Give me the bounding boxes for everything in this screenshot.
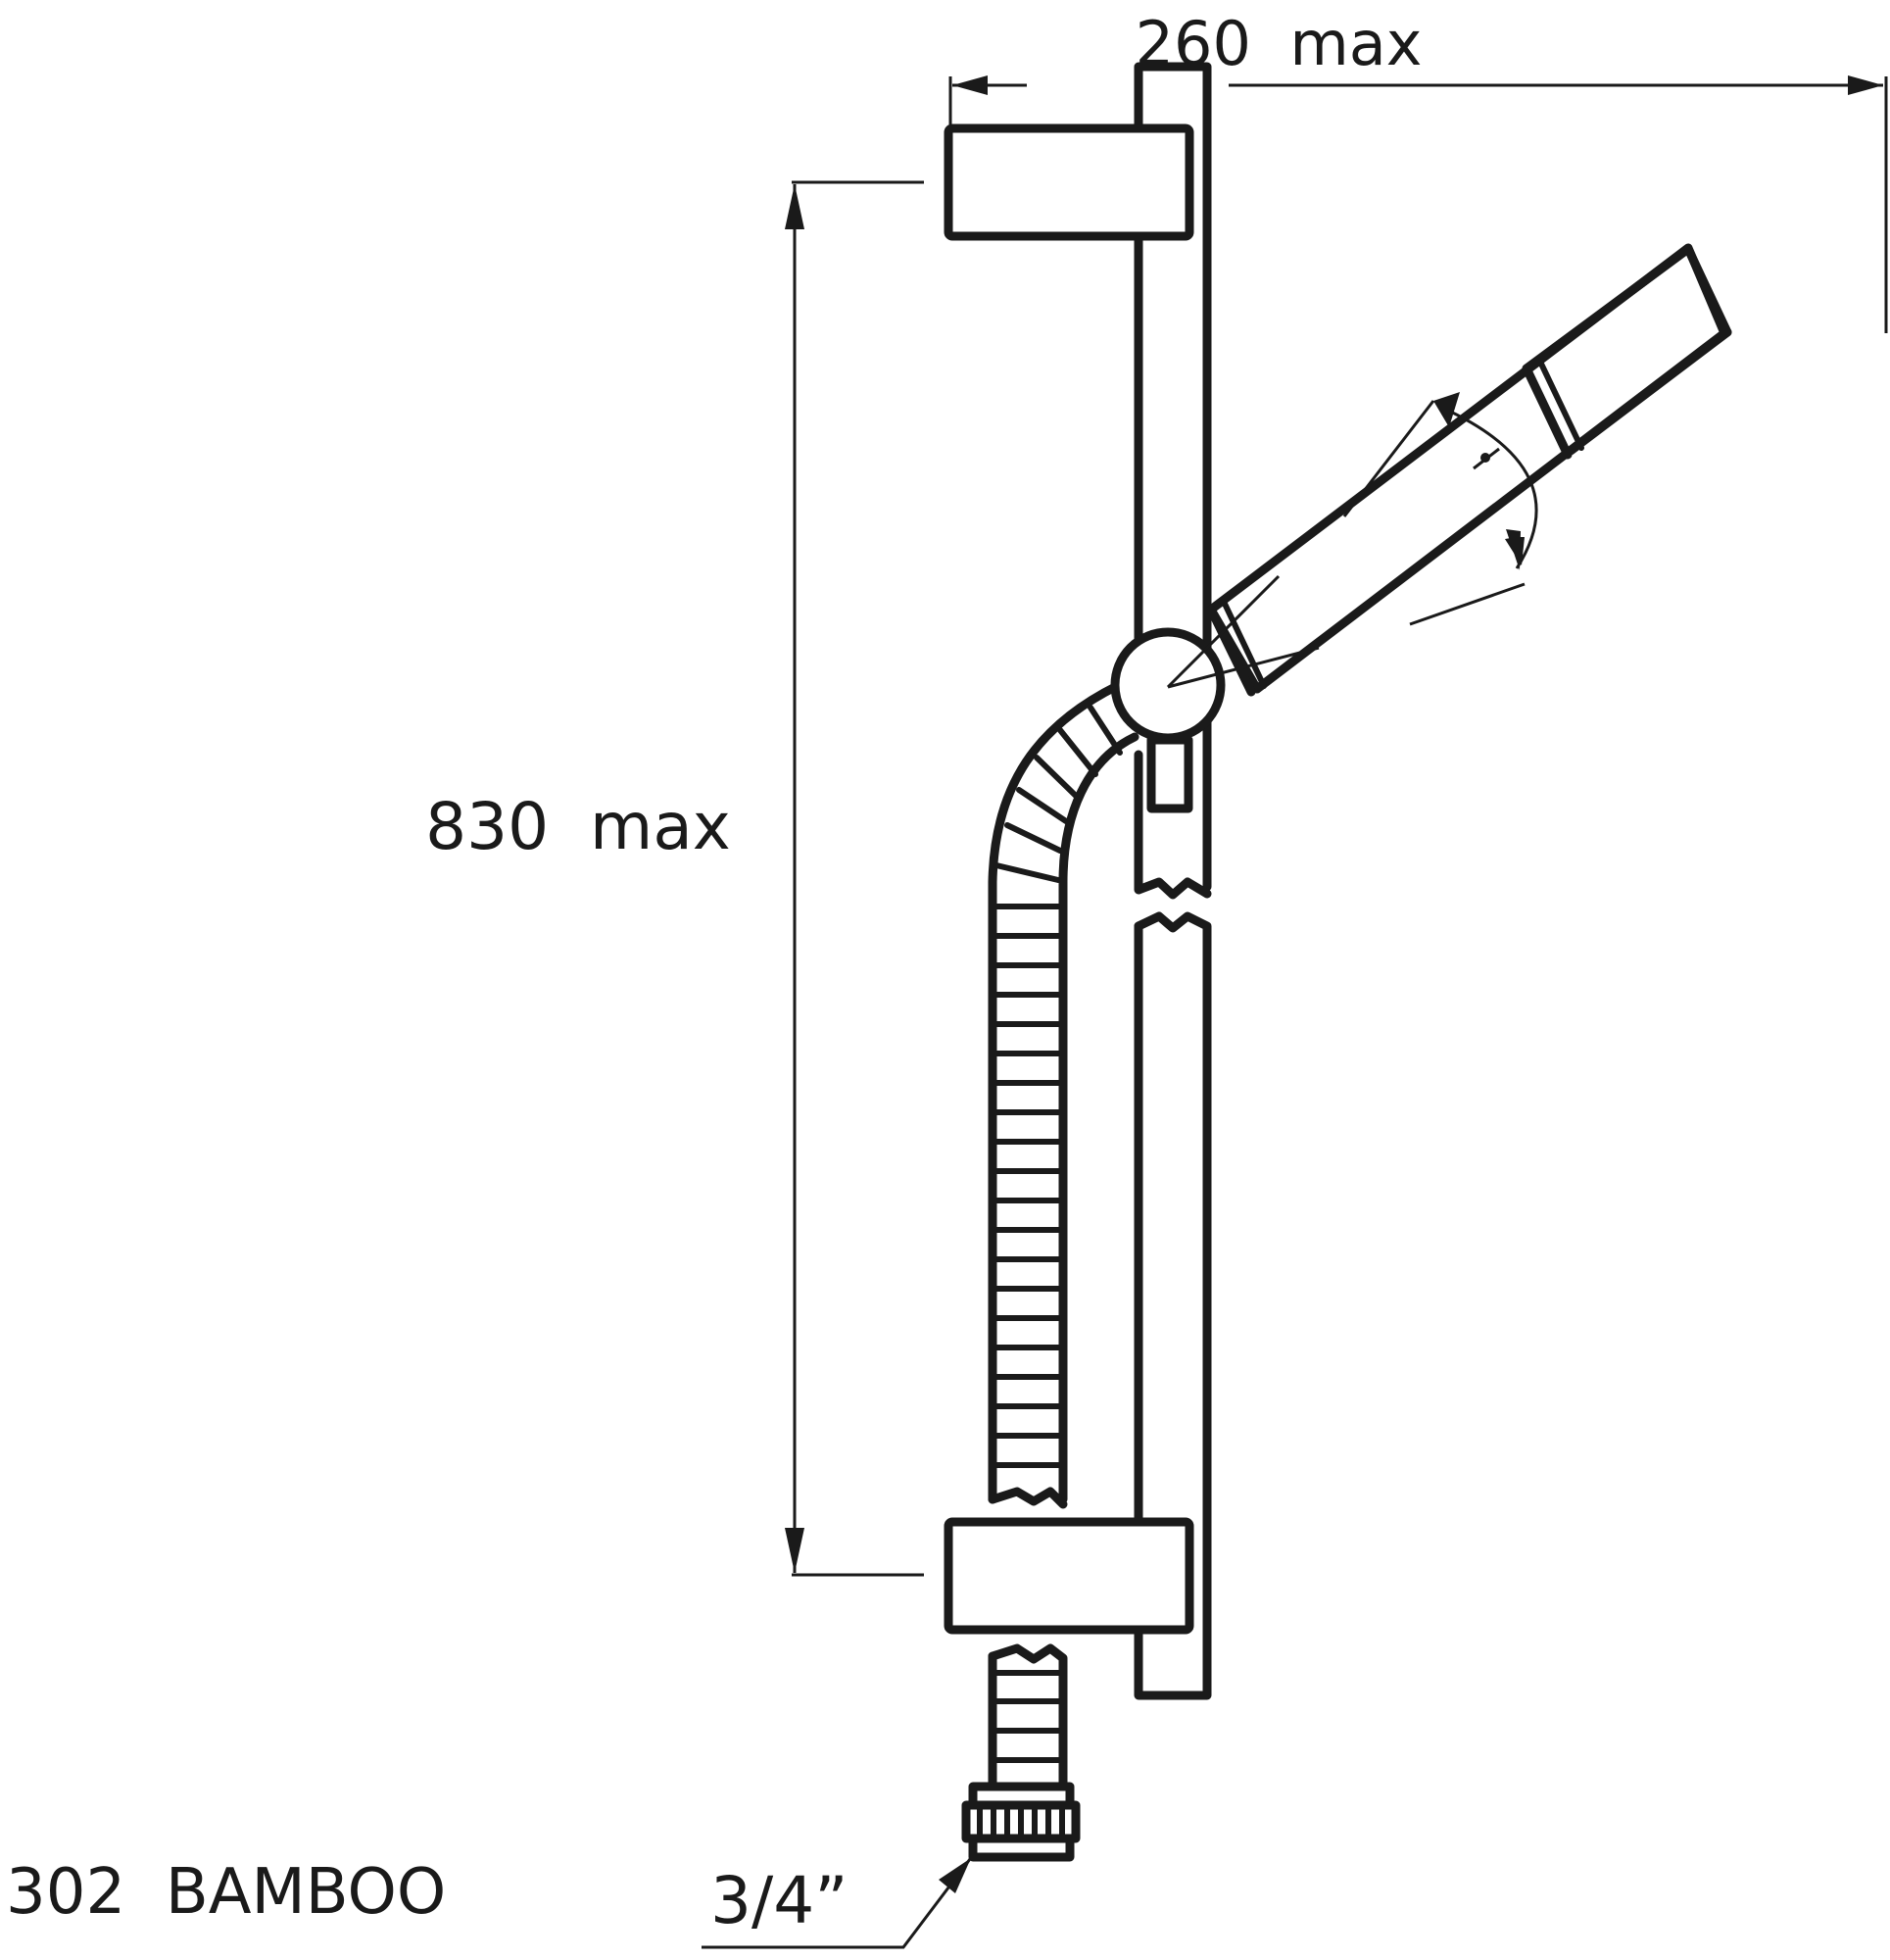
flexible-hose [988, 681, 1139, 1509]
angle-indicator [1166, 392, 1538, 689]
hand-shower [1206, 243, 1732, 697]
height-dimension [785, 180, 924, 1577]
width-dimension [948, 75, 1888, 333]
threaded-connector [961, 1782, 1081, 1862]
top-wall-bracket [944, 123, 1194, 241]
bottom-wall-bracket [944, 1517, 1194, 1635]
connection-leader [702, 1858, 972, 1949]
height-dimension-label: 830 max [425, 789, 731, 864]
hose-ribs [990, 904, 1066, 1468]
lower-hose [988, 1643, 1068, 1790]
product-title: 302 BAMBOO [6, 1856, 446, 1929]
connection-size-label: 3/4” [710, 1863, 848, 1938]
slide-rail [1134, 62, 1212, 1700]
width-dimension-label: 260 max [1136, 8, 1423, 79]
